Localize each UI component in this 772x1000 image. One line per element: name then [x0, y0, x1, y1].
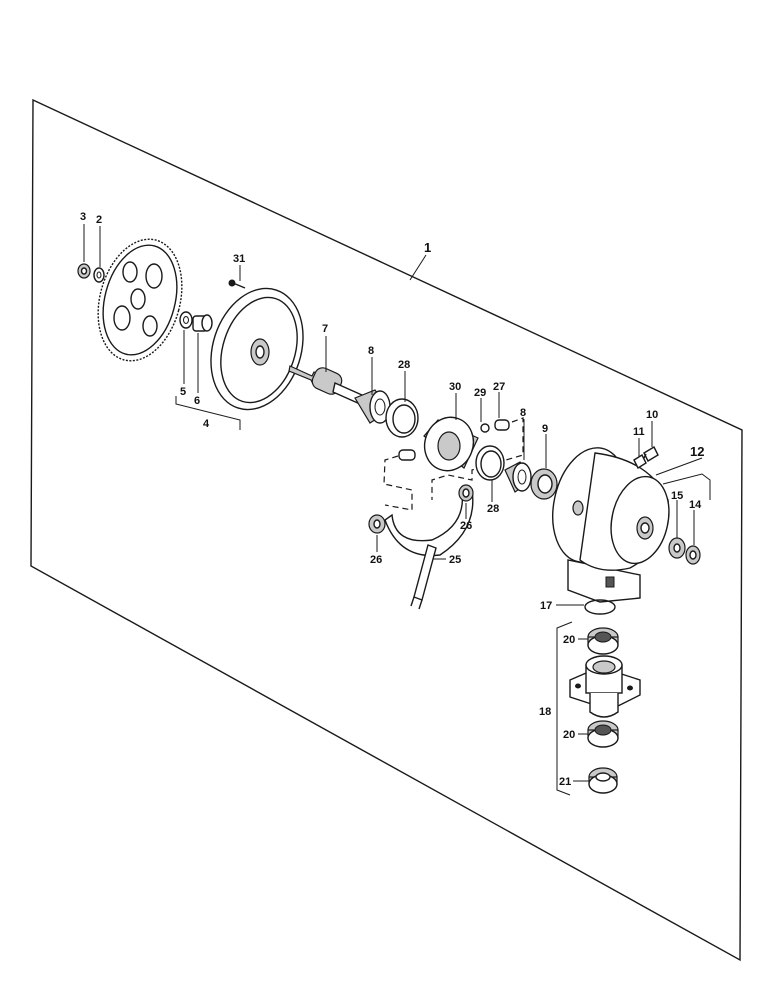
- seal-9: [530, 468, 558, 500]
- callout-20a: 20: [563, 634, 575, 646]
- callout-29: 29: [474, 387, 486, 399]
- pin-27: [494, 419, 510, 431]
- callout-9: 9: [542, 423, 548, 435]
- housing-12: [552, 447, 670, 603]
- bracket-group-12: [662, 473, 711, 500]
- ball-29: [480, 423, 490, 433]
- race-28-left: [385, 398, 419, 438]
- bearing-20-bottom: [587, 720, 619, 748]
- dashed-guide-right: [431, 417, 524, 500]
- callout-20b: 20: [563, 729, 575, 741]
- callout-2: 2: [96, 214, 102, 226]
- diagram-panel-frame: [30, 98, 743, 962]
- nut-3: [77, 263, 91, 279]
- bushing-26-left: [368, 514, 386, 534]
- bushing-15: [668, 537, 686, 559]
- bushing-6: [192, 314, 213, 332]
- callout-8a: 8: [368, 345, 374, 357]
- callout-1: 1: [424, 240, 431, 255]
- bracket-group-18: [556, 621, 573, 796]
- eccentric-30: [423, 416, 479, 472]
- callout-28a: 28: [398, 359, 410, 371]
- callout-10: 10: [646, 409, 658, 421]
- callout-8b: 8: [520, 407, 526, 419]
- callout-5: 5: [180, 386, 186, 398]
- bearing-housing: [569, 655, 641, 718]
- callout-11: 11: [633, 426, 645, 438]
- pin-left: [398, 449, 416, 461]
- dashed-guide-left: [383, 455, 413, 511]
- bracket-group-4: [175, 396, 241, 430]
- callout-17: 17: [540, 600, 552, 612]
- callout-21: 21: [559, 776, 571, 788]
- washer-14: [685, 545, 701, 565]
- callout-4: 4: [203, 418, 210, 430]
- callout-3: 3: [80, 211, 86, 223]
- callout-18: 18: [539, 706, 551, 718]
- callout-25: 25: [449, 554, 461, 566]
- callout-31: 31: [233, 253, 245, 265]
- callout-7: 7: [322, 323, 328, 335]
- race-28-right: [475, 445, 505, 481]
- callout-26b: 26: [460, 520, 472, 532]
- callout-6: 6: [194, 395, 200, 407]
- bearing-8-right: [504, 461, 533, 493]
- o-ring-17: [584, 599, 616, 615]
- seal-21: [588, 767, 618, 794]
- ring-gear: [97, 238, 183, 362]
- bushing-26-right: [458, 484, 474, 502]
- callout-14: 14: [689, 499, 702, 511]
- callout-12: 12: [690, 444, 704, 459]
- bearing-20-top: [587, 627, 619, 655]
- washer-5: [179, 311, 193, 329]
- screw-31: [228, 279, 246, 289]
- cover-plate: [210, 287, 304, 411]
- washer-2: [93, 267, 105, 283]
- callout-27: 27: [493, 381, 505, 393]
- callout-30: 30: [449, 381, 461, 393]
- callout-28b: 28: [487, 503, 499, 515]
- crankshaft-7: [288, 365, 363, 405]
- callout-26a: 26: [370, 554, 382, 566]
- callout-15: 15: [671, 490, 683, 502]
